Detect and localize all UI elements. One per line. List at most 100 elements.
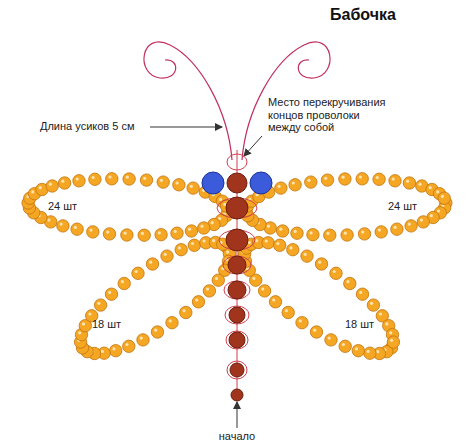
bead bbox=[203, 285, 215, 297]
bead-highlight bbox=[390, 339, 393, 342]
bead-highlight bbox=[190, 185, 193, 188]
bead-highlight bbox=[310, 231, 313, 234]
bead-highlight bbox=[121, 280, 124, 283]
bead bbox=[188, 239, 200, 251]
wire-loop bbox=[217, 198, 257, 218]
bead-highlight bbox=[47, 219, 50, 222]
bead-highlight bbox=[394, 226, 397, 229]
bead-highlight bbox=[108, 291, 111, 294]
bead bbox=[87, 226, 99, 238]
bead-highlight bbox=[200, 225, 203, 228]
bead-highlight bbox=[31, 190, 34, 193]
bead bbox=[212, 274, 224, 286]
body-bead bbox=[230, 363, 244, 377]
bead-highlight bbox=[178, 246, 181, 249]
bead-highlight bbox=[437, 209, 440, 212]
body-bead bbox=[226, 197, 248, 219]
bead bbox=[166, 317, 178, 329]
bead-highlight bbox=[203, 239, 206, 242]
bead-highlight bbox=[176, 181, 179, 184]
bead-highlight bbox=[406, 180, 409, 183]
bead-highlight bbox=[429, 186, 432, 189]
bead bbox=[289, 179, 301, 191]
eye-bead bbox=[250, 172, 272, 194]
bead bbox=[301, 250, 313, 262]
body-bead bbox=[229, 332, 245, 348]
bead-highlight bbox=[326, 232, 329, 235]
bead-highlight bbox=[267, 225, 270, 228]
bead bbox=[192, 296, 204, 308]
bead-highlight bbox=[436, 190, 439, 193]
bead bbox=[352, 345, 364, 357]
bead-highlight bbox=[430, 214, 433, 217]
bead-highlight bbox=[164, 253, 167, 256]
bead-highlight bbox=[82, 322, 85, 325]
body-bead bbox=[228, 256, 246, 274]
bead bbox=[287, 244, 299, 256]
bead bbox=[375, 226, 387, 238]
note-label: Место перекручивания концов проволоки ме… bbox=[268, 96, 393, 134]
bead bbox=[58, 177, 70, 189]
wire-loop bbox=[224, 281, 250, 299]
bead-highlight bbox=[39, 186, 42, 189]
bead bbox=[325, 334, 337, 346]
bead bbox=[403, 177, 415, 189]
bead-highlight bbox=[174, 230, 177, 233]
bead-highlight bbox=[74, 226, 77, 229]
wing-beads bbox=[22, 173, 452, 360]
bead bbox=[305, 176, 317, 188]
leader-line bbox=[237, 402, 238, 428]
bead-highlight bbox=[252, 277, 255, 280]
bead bbox=[324, 229, 336, 241]
bead bbox=[89, 173, 101, 185]
bead bbox=[73, 175, 85, 187]
wire-loop bbox=[227, 361, 247, 379]
bead-highlight bbox=[89, 229, 92, 232]
bead bbox=[161, 250, 173, 262]
bead-highlight bbox=[299, 319, 302, 322]
leader-line bbox=[150, 127, 222, 128]
bead-highlight bbox=[392, 177, 395, 180]
bead-highlight bbox=[141, 232, 144, 235]
leader-line bbox=[244, 136, 262, 156]
bead bbox=[291, 227, 303, 239]
bead bbox=[387, 336, 399, 348]
bead bbox=[405, 220, 417, 232]
bead bbox=[330, 267, 342, 279]
bead-highlight bbox=[304, 253, 307, 256]
bead bbox=[344, 277, 356, 289]
bead bbox=[106, 173, 118, 185]
bead-highlight bbox=[60, 223, 63, 226]
bead-highlight bbox=[441, 195, 444, 198]
bead-highlight bbox=[78, 331, 81, 334]
bead bbox=[185, 225, 197, 237]
bead bbox=[138, 229, 150, 241]
bead-highlight bbox=[342, 343, 345, 346]
bead-highlight bbox=[211, 221, 214, 224]
bead bbox=[57, 220, 69, 232]
bead-highlight bbox=[76, 177, 79, 180]
body-bead bbox=[229, 307, 245, 323]
bead bbox=[389, 175, 401, 187]
bead bbox=[373, 173, 385, 185]
bead-highlight bbox=[333, 270, 336, 273]
bead-highlight bbox=[367, 350, 370, 353]
bead-highlight bbox=[124, 232, 127, 235]
bead-highlight bbox=[408, 223, 411, 226]
bead-count: 18 шт bbox=[345, 318, 374, 331]
bead bbox=[307, 229, 319, 241]
wire-loop bbox=[225, 306, 249, 324]
bead bbox=[276, 225, 288, 237]
bead bbox=[151, 326, 163, 338]
bead-highlight bbox=[226, 251, 229, 254]
bead bbox=[417, 216, 429, 228]
body-bead bbox=[231, 389, 243, 401]
bead bbox=[173, 179, 185, 191]
bead-highlight bbox=[278, 185, 281, 188]
bead-highlight bbox=[158, 231, 161, 234]
bead-highlight bbox=[265, 239, 268, 242]
bead-highlight bbox=[135, 270, 138, 273]
bead bbox=[171, 227, 183, 239]
bead bbox=[175, 244, 187, 256]
bead-highlight bbox=[206, 288, 209, 291]
